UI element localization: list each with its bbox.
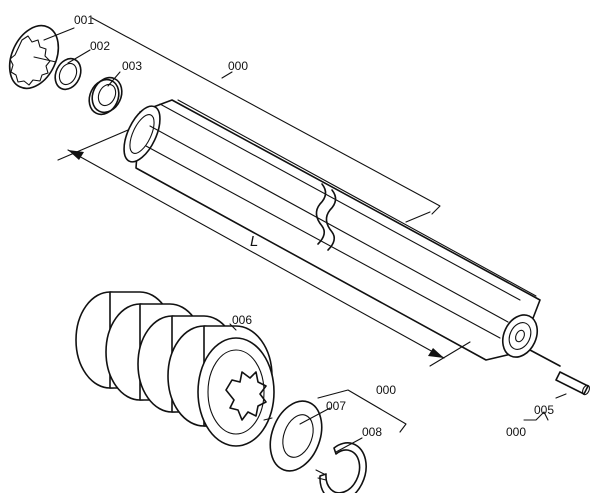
- label-000-bottom: 000: [506, 425, 526, 439]
- part-000-splined-shaft: [123, 99, 541, 361]
- part-008-circlip: [315, 442, 367, 493]
- label-008: 008: [362, 425, 382, 439]
- label-000-mid: 000: [376, 383, 396, 397]
- dimension-line-L: [57, 129, 471, 367]
- label-000-top: 000: [228, 59, 248, 73]
- label-002: 002: [90, 39, 110, 53]
- dimension-label-L: L: [250, 233, 258, 250]
- label-005: 005: [534, 403, 554, 417]
- leader-lines-top: [43, 17, 441, 223]
- part-007-washer: [269, 400, 323, 472]
- label-007: 007: [326, 399, 346, 413]
- leader-lines-bottom: [263, 389, 567, 453]
- label-003: 003: [122, 59, 142, 73]
- label-006: 006: [232, 313, 252, 327]
- part-006-disc-stack: [75, 291, 275, 447]
- part-001-retaining-plate: [8, 24, 60, 90]
- part-003-bearing: [88, 76, 123, 116]
- label-001: 001: [74, 13, 94, 27]
- part-005-pin: [529, 349, 590, 396]
